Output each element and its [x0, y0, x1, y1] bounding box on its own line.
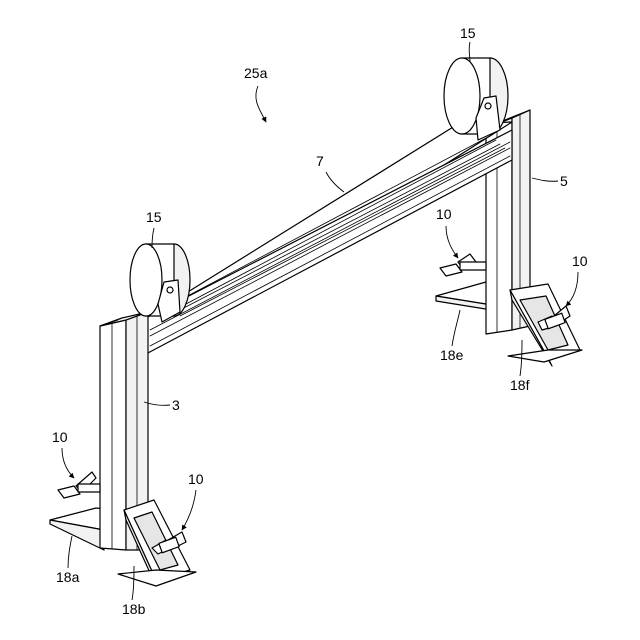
wing-bolt-left-post	[58, 472, 100, 498]
left-post-front	[100, 320, 126, 550]
roller-right	[444, 58, 508, 140]
label-roller-right: 15	[460, 25, 476, 41]
roller-left-front	[130, 244, 162, 316]
label-right-post: 5	[560, 173, 568, 189]
label-left-post: 3	[172, 397, 180, 413]
leader-bolt-left-post	[62, 448, 74, 478]
roller-left	[130, 244, 190, 322]
leader-bolt-right-gusset	[566, 272, 578, 306]
beam-7	[146, 122, 512, 354]
leader-base-18b	[132, 566, 134, 600]
label-bolt-left-gusset: 10	[188, 471, 204, 487]
label-base-18b: 18b	[122, 601, 146, 617]
label-base-18a: 18a	[56, 569, 80, 585]
label-bolt-right-gusset: 10	[572, 253, 588, 269]
wing-bolt-right-post	[440, 254, 486, 276]
label-assembly: 25a	[244, 65, 268, 81]
label-base-18f: 18f	[510, 377, 530, 393]
leader-base-18a	[68, 536, 72, 568]
leader-bolt-right-post	[446, 226, 458, 258]
label-beam: 7	[316, 153, 324, 169]
leader-assembly	[256, 86, 266, 122]
leader-right-post	[532, 178, 558, 181]
leader-bolt-left-gusset	[182, 490, 196, 530]
label-roller-left: 15	[146, 209, 162, 225]
roller-right-front	[444, 58, 480, 134]
base-plate-18b	[118, 570, 196, 586]
leader-base-18e	[452, 310, 460, 346]
base-plate-18f	[508, 350, 582, 362]
label-bolt-left-post: 10	[52, 429, 68, 445]
label-base-18e: 18e	[440, 347, 464, 363]
leader-beam	[326, 172, 344, 192]
label-bolt-right-post: 10	[436, 206, 452, 222]
